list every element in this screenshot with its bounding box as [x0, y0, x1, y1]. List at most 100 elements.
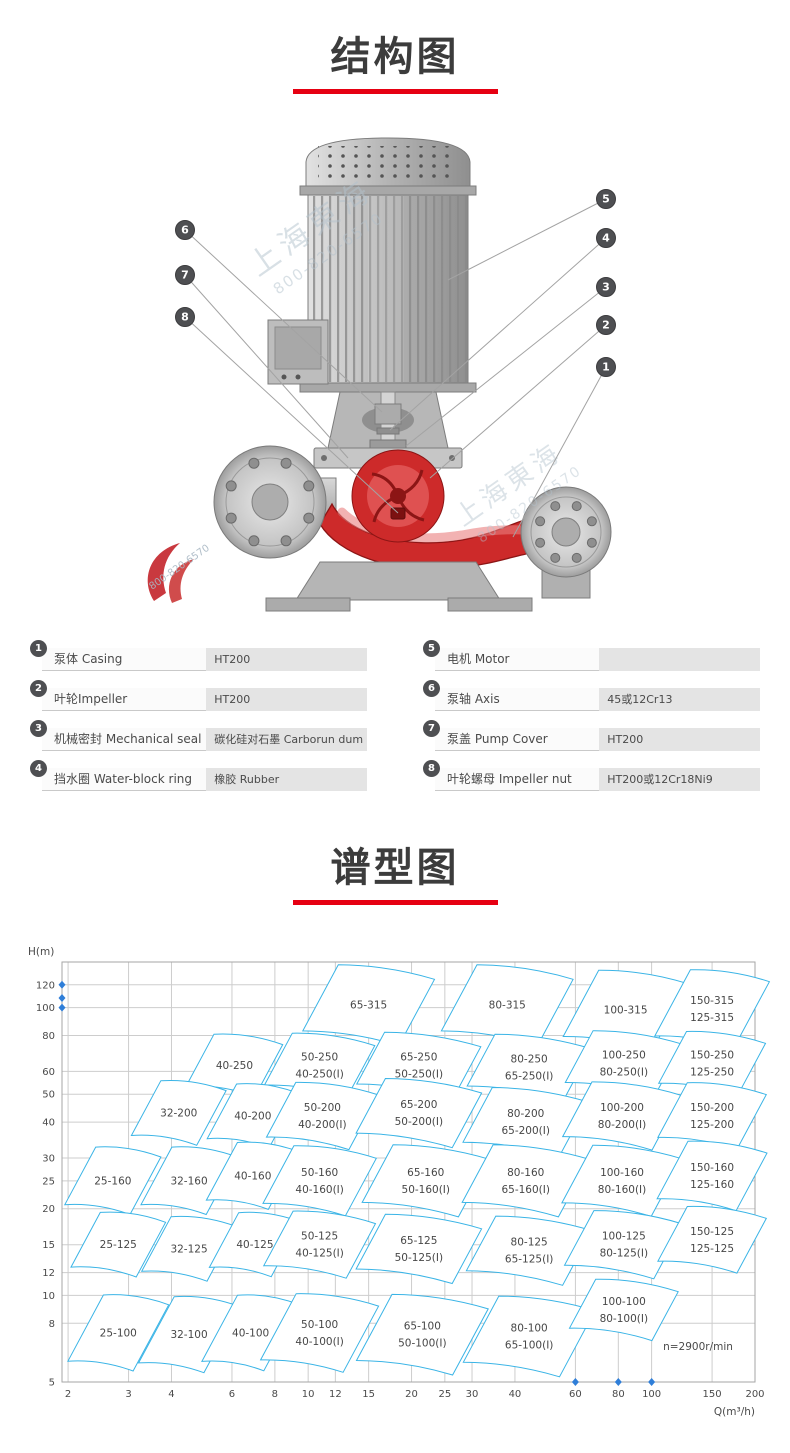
callout-number: 4: [602, 232, 610, 245]
region-label: 32-125: [170, 1243, 207, 1255]
svg-text:10: 10: [42, 1291, 55, 1302]
callout-badge: [175, 220, 195, 240]
part-number-badge: 2: [30, 680, 47, 697]
region-label: 40-250: [216, 1060, 253, 1072]
motor-body: [299, 194, 477, 393]
part-material: 橡胶 Rubber: [206, 768, 367, 791]
region-label: 65-200(I): [501, 1125, 549, 1137]
region-label: 80-250: [511, 1053, 548, 1065]
pump-region: [563, 1210, 684, 1280]
callout-badge: [175, 307, 195, 327]
part-material: HT200: [206, 688, 367, 711]
part-material: 45或12Cr13: [599, 688, 760, 711]
region-label: 25-160: [94, 1175, 131, 1187]
svg-text:8: 8: [272, 1389, 278, 1400]
impeller-nut: [390, 507, 406, 520]
pump-region: [301, 964, 436, 1046]
motor-fan-cover: [299, 137, 477, 196]
region-label: 125-125: [690, 1243, 734, 1255]
axis-markers: [58, 980, 656, 1386]
callout-badge: [596, 228, 616, 248]
region-label: 50-100: [301, 1319, 338, 1331]
svg-text:100: 100: [36, 1003, 55, 1014]
callout-line: [512, 366, 607, 538]
svg-text:60: 60: [569, 1389, 582, 1400]
pump-region: [440, 964, 574, 1046]
pump-region: [355, 1213, 483, 1285]
region-label: 80-160: [507, 1167, 544, 1179]
region-label: 40-200(I): [298, 1119, 346, 1131]
part-number-badge: 7: [423, 720, 440, 737]
region-label: 50-250: [301, 1051, 338, 1063]
region-label: 32-100: [170, 1329, 207, 1341]
svg-text:25: 25: [42, 1176, 55, 1187]
volute-casing: [319, 449, 561, 570]
callout-number: 1: [602, 361, 610, 374]
part-material: HT200或12Cr18Ni9: [599, 768, 760, 791]
svg-text:6: 6: [229, 1389, 235, 1400]
pump-region: [561, 1081, 683, 1151]
svg-text:150: 150: [703, 1389, 722, 1400]
region-label: 50-125(I): [395, 1252, 443, 1264]
svg-text:10: 10: [302, 1389, 315, 1400]
pump-figure-wrap: 上海東海 800-820-6570 上海東海 800-820-6570 800-…: [118, 112, 678, 631]
x-axis-title: Q(m³/h): [714, 1406, 755, 1418]
pump-region: [561, 1144, 683, 1217]
pump-region: [130, 1080, 227, 1146]
pump-structure-figure: 上海東海 800-820-6570 上海東海 800-820-6570 800-…: [147, 137, 616, 612]
water-block-ring: [376, 427, 400, 435]
svg-text:40: 40: [42, 1118, 55, 1129]
part-name: 叶轮螺母 Impeller nut: [435, 768, 600, 791]
part-number-badge: 5: [423, 640, 440, 657]
brand-logo: 800-820-6570: [147, 543, 212, 603]
pump-region: [657, 1030, 767, 1096]
callout-number: 6: [181, 224, 189, 237]
callout-line: [447, 198, 607, 281]
callout-line: [405, 286, 607, 447]
region-label: 65-125(I): [505, 1254, 553, 1266]
part-name: 泵体 Casing: [42, 648, 207, 671]
region-label: 50-160(I): [402, 1184, 450, 1196]
svg-text:20: 20: [405, 1389, 418, 1400]
callout-line: [184, 274, 349, 459]
region-label: 50-200(I): [395, 1116, 443, 1128]
pump-region: [657, 1082, 768, 1150]
pump-region: [653, 969, 771, 1049]
region-label: 32-160: [170, 1175, 207, 1187]
callout-line: [429, 324, 607, 479]
pump-region: [657, 1205, 768, 1274]
region-label: 50-100(I): [398, 1338, 446, 1350]
region-label: 150-250: [690, 1049, 734, 1061]
region-label: 150-125: [690, 1226, 734, 1238]
pump-region: [259, 1293, 380, 1373]
region-label: 65-125: [400, 1235, 437, 1247]
region-label: 100-100: [602, 1296, 646, 1308]
region-label: 25-100: [100, 1328, 137, 1340]
region-label: 125-250: [690, 1066, 734, 1078]
y-axis-title: H(m): [28, 946, 54, 958]
region-label: 125-200: [690, 1119, 734, 1131]
part-name: 电机 Motor: [435, 648, 600, 671]
region-label: 80-100: [511, 1322, 548, 1334]
svg-text:3: 3: [125, 1389, 131, 1400]
svg-text:80: 80: [612, 1389, 625, 1400]
discharge-flange: [520, 486, 612, 599]
region-label: 40-200: [234, 1111, 271, 1123]
region-label: 65-100: [404, 1321, 441, 1333]
pump-region: [263, 1032, 376, 1099]
svg-text:15: 15: [42, 1240, 55, 1251]
pump-base: [265, 561, 533, 612]
svg-text:15: 15: [362, 1389, 375, 1400]
svg-text:12: 12: [329, 1389, 342, 1400]
region-label: 40-100(I): [295, 1336, 343, 1348]
region-label: 25-125: [100, 1239, 137, 1251]
region-label: 40-125: [236, 1239, 273, 1251]
part-number-badge: 4: [30, 760, 47, 777]
